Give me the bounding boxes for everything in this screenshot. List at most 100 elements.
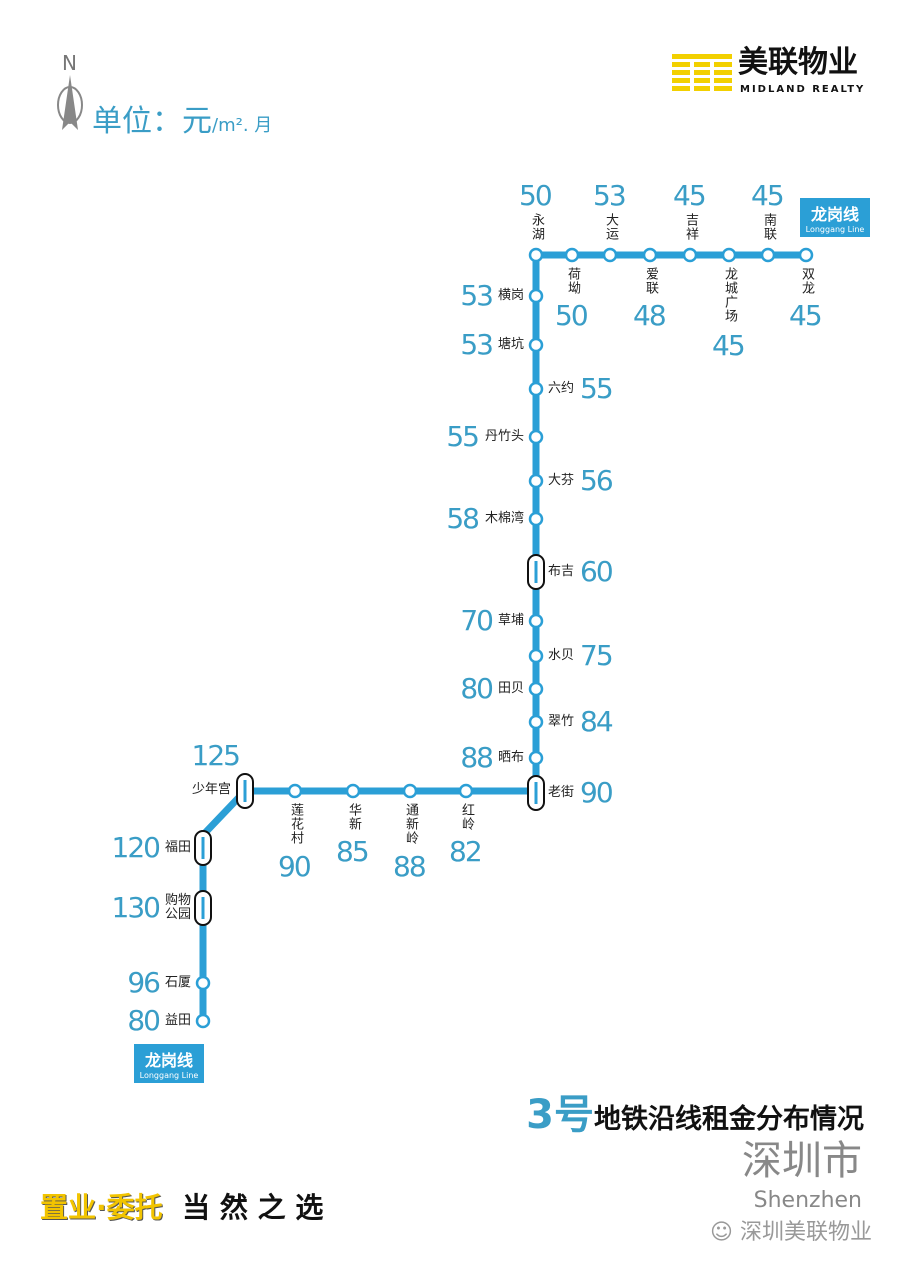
station-rent: 85 <box>336 835 370 868</box>
station-name: 荷坳 <box>565 267 580 295</box>
station-name: 双龙 <box>799 267 814 295</box>
station-marker-5[interactable] <box>287 783 303 799</box>
station-marker-6[interactable] <box>345 783 361 799</box>
station-name: 老街 <box>548 785 575 800</box>
station-dot-icon <box>528 511 544 527</box>
station-marker-22[interactable] <box>528 247 544 263</box>
midland-logo <box>672 54 732 94</box>
title-line-number: 3号 <box>526 1092 594 1138</box>
line-tag-en: Longgang Line <box>805 225 865 234</box>
station-marker-11[interactable] <box>528 714 544 730</box>
station-dot-icon <box>642 247 658 263</box>
station-name: 大运 <box>603 213 618 241</box>
station-dot-icon <box>195 975 211 991</box>
station-rent: 60 <box>580 555 614 588</box>
line-tag-cn: 龙岗线 <box>144 1051 193 1070</box>
north-label: N <box>62 51 77 75</box>
station-name: 红岭 <box>459 803 474 831</box>
map-title: 3号地铁沿线租金分布情况 <box>526 1082 864 1140</box>
station-rent: 70 <box>460 604 494 637</box>
station-rent: 96 <box>127 966 161 999</box>
station-rent: 80 <box>460 672 494 705</box>
city-name-en: Shenzhen <box>753 1188 862 1213</box>
station-dot-icon <box>528 429 544 445</box>
station-name: 益田 <box>164 1013 191 1028</box>
station-marker-28[interactable] <box>760 247 776 263</box>
station-marker-18[interactable] <box>528 429 544 445</box>
station-marker-16[interactable] <box>528 511 544 527</box>
brand-name-en: MIDLAND REALTY <box>740 84 866 95</box>
wechat-icon: ☺ <box>710 1220 733 1245</box>
station-marker-15[interactable] <box>527 554 545 590</box>
station-marker-27[interactable] <box>721 247 737 263</box>
station-dot-icon <box>402 783 418 799</box>
station-dot-icon <box>345 783 361 799</box>
station-dot-icon <box>528 288 544 304</box>
station-marker-29[interactable] <box>798 247 814 263</box>
station-rent: 50 <box>519 179 553 212</box>
station-rent: 53 <box>593 179 627 212</box>
station-marker-19[interactable] <box>528 381 544 397</box>
station-rent: 120 <box>111 831 161 864</box>
unit-label: 单位：元/m². 月 <box>92 96 272 140</box>
station-name: 大芬 <box>548 473 575 488</box>
station-marker-0[interactable] <box>195 1013 211 1029</box>
station-dot-icon <box>287 783 303 799</box>
station-rent: 55 <box>446 420 480 453</box>
wechat-name: 深圳美联物业 <box>739 1220 872 1245</box>
station-dot-icon <box>528 613 544 629</box>
station-marker-10[interactable] <box>528 750 544 766</box>
station-name: 塘坑 <box>497 337 524 352</box>
station-name: 福田 <box>164 840 191 855</box>
station-marker-3[interactable] <box>194 830 212 866</box>
station-dot-icon <box>528 247 544 263</box>
station-dot-icon <box>528 381 544 397</box>
station-name: 华新 <box>346 803 361 831</box>
station-rent: 45 <box>751 179 785 212</box>
station-marker-4[interactable] <box>236 773 254 809</box>
station-dot-icon <box>798 247 814 263</box>
station-marker-26[interactable] <box>682 247 698 263</box>
station-name: 石厦 <box>164 975 191 990</box>
station-marker-23[interactable] <box>564 247 580 263</box>
station-rent: 88 <box>393 850 427 883</box>
city-name: 深圳市 <box>742 1138 862 1184</box>
station-marker-7[interactable] <box>402 783 418 799</box>
station-dot-icon <box>528 473 544 489</box>
station-name: 龙城广场 <box>722 267 737 323</box>
station-marker-9[interactable] <box>527 775 545 811</box>
wechat-account: ☺ 深圳美联物业 <box>710 1220 872 1246</box>
station-rent: 125 <box>191 739 241 772</box>
station-rent: 55 <box>580 372 614 405</box>
station-marker-2[interactable] <box>194 890 212 926</box>
unit-text: 单位：元 <box>92 104 212 139</box>
station-marker-21[interactable] <box>528 288 544 304</box>
station-marker-8[interactable] <box>458 783 474 799</box>
brand-name: 美联物业 <box>738 45 858 80</box>
station-marker-25[interactable] <box>642 247 658 263</box>
station-marker-13[interactable] <box>528 648 544 664</box>
station-marker-1[interactable] <box>195 975 211 991</box>
station-name: 丹竹头 <box>484 429 524 444</box>
station-dot-icon <box>528 337 544 353</box>
station-rent: 45 <box>789 299 823 332</box>
station-marker-17[interactable] <box>528 473 544 489</box>
station-dot-icon <box>528 750 544 766</box>
station-marker-14[interactable] <box>528 613 544 629</box>
station-dot-icon <box>528 714 544 730</box>
station-dot-icon <box>721 247 737 263</box>
station-marker-12[interactable] <box>528 681 544 697</box>
station-name: 莲花村 <box>288 803 303 845</box>
station-marker-24[interactable] <box>602 247 618 263</box>
station-rent: 90 <box>580 776 614 809</box>
title-text: 地铁沿线租金分布情况 <box>594 1104 864 1135</box>
station-name: 木棉湾 <box>484 511 524 526</box>
station-rent: 50 <box>555 299 589 332</box>
station-rent: 56 <box>580 464 614 497</box>
station-marker-20[interactable] <box>528 337 544 353</box>
station-rent: 53 <box>460 279 494 312</box>
station-dot-icon <box>760 247 776 263</box>
station-rent: 48 <box>633 299 667 332</box>
